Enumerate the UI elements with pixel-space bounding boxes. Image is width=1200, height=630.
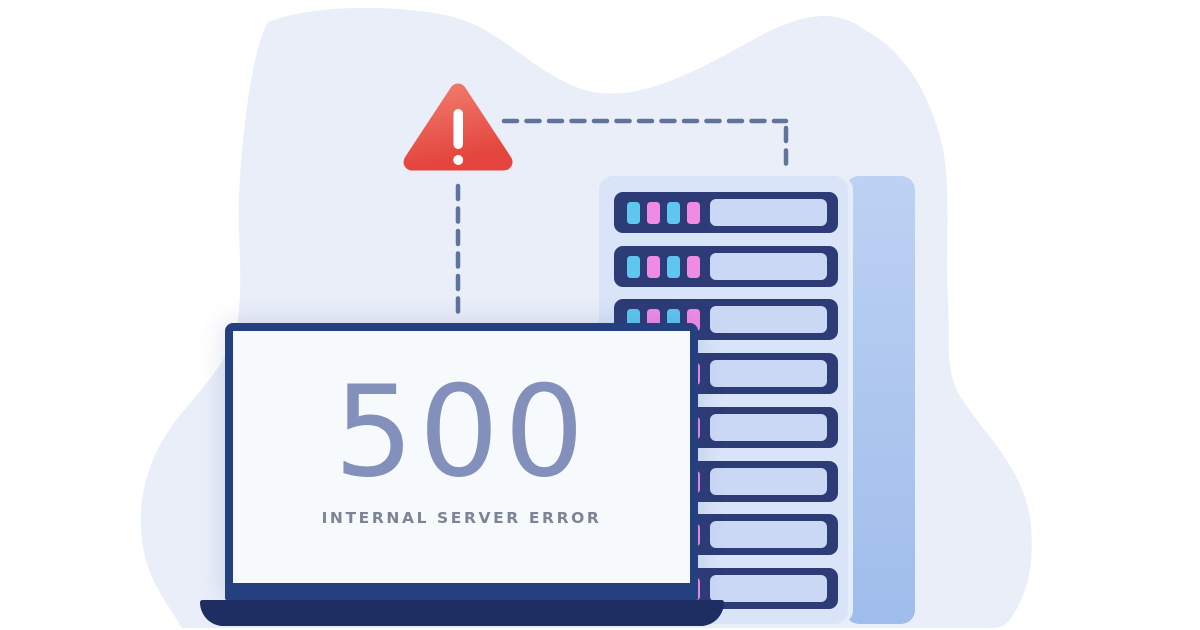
drive-bay (710, 414, 827, 441)
led-indicator-cyan (627, 201, 640, 224)
server-side-panel (845, 176, 915, 624)
drive-bay (710, 575, 827, 602)
drive-bay (710, 306, 827, 333)
led-indicator-cyan (667, 201, 680, 224)
laptop-base (200, 600, 724, 626)
error-code: 500 (333, 358, 590, 505)
server-slot (614, 246, 838, 287)
led-indicator-pink (687, 255, 700, 278)
server-slot (614, 192, 838, 233)
drive-bay (710, 253, 827, 280)
led-indicator-cyan (667, 255, 680, 278)
drive-bay (710, 521, 827, 548)
exclamation-mark (453, 109, 464, 165)
drive-bay (710, 199, 827, 226)
led-indicator-cyan (627, 255, 640, 278)
led-indicator-pink (647, 201, 660, 224)
led-indicator-pink (687, 201, 700, 224)
led-indicator-pink (647, 255, 660, 278)
laptop-screen: 500 INTERNAL SERVER ERROR (225, 323, 698, 600)
error-message: INTERNAL SERVER ERROR (321, 509, 602, 527)
drive-bay (710, 360, 827, 387)
drive-bay (710, 468, 827, 495)
